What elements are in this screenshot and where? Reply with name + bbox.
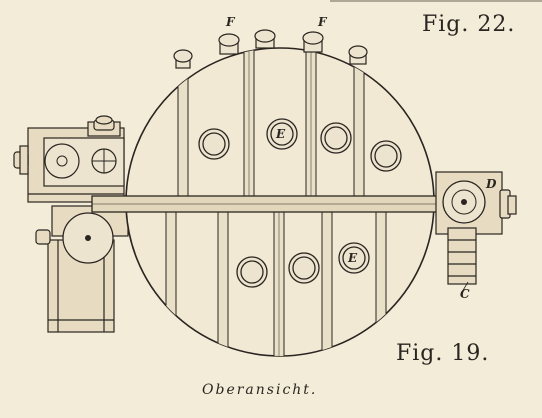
left-pulley-large — [44, 143, 80, 179]
label-d: D — [486, 177, 497, 191]
top-bolts — [173, 29, 368, 69]
view-caption: Oberansicht. — [202, 382, 318, 398]
label-c: C — [460, 287, 470, 301]
upper-ports — [198, 118, 402, 172]
right-pulley-inner — [451, 189, 477, 215]
figure-label-bottom: Fig. 19. — [396, 341, 490, 366]
lower-ports — [236, 242, 370, 288]
label-f-left: F — [226, 15, 235, 29]
leader-line-c — [461, 281, 469, 293]
right-housing — [435, 171, 517, 285]
label-e-lower: E — [348, 251, 358, 265]
label-f-right: F — [318, 15, 327, 29]
right-pulley-axle — [461, 199, 467, 205]
left-drum-axle — [85, 235, 91, 241]
figure-label-top: Fig. 22. — [422, 12, 516, 37]
vertical-rods — [165, 48, 387, 356]
left-pulley-hub — [56, 155, 68, 167]
label-e-upper: E — [276, 127, 286, 141]
